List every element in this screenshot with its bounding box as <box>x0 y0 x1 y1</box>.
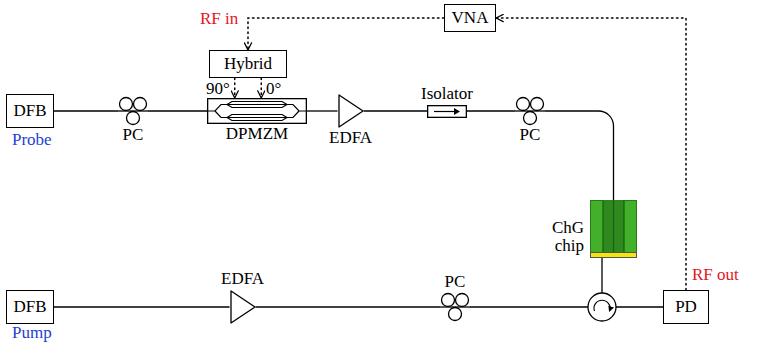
drawing-part <box>442 293 455 306</box>
drawing-part <box>591 253 637 258</box>
node-label: PC <box>520 126 541 145</box>
polarization-controller: PC <box>118 97 148 145</box>
polarization-controller: PC <box>515 97 545 145</box>
amplifier-symbol <box>230 290 256 324</box>
drawing-part: PC <box>445 273 466 292</box>
drawing-part <box>118 97 148 125</box>
polarization-controller-symbol <box>118 97 148 125</box>
polarization-controller-symbol <box>515 97 545 125</box>
drawing-part <box>231 291 255 323</box>
drawing-part <box>338 94 364 128</box>
phase-label: 90° <box>205 80 231 97</box>
drawing-part: ChG chip <box>540 219 584 256</box>
modulator-symbol <box>207 98 307 124</box>
optical-fiber <box>364 110 427 111</box>
drawing-part <box>227 102 287 108</box>
drawing-part <box>134 98 147 111</box>
node-label: DFB <box>13 298 46 317</box>
optical-fiber <box>54 110 118 111</box>
modulator: DPMZM <box>207 98 307 144</box>
drawing-part <box>227 115 287 121</box>
drawing-part <box>603 201 624 253</box>
node-label: EDFA <box>221 270 264 289</box>
drawing-part <box>230 290 256 324</box>
polarization-controller: PC <box>440 273 470 321</box>
drawing-part <box>456 293 469 306</box>
drawing-part <box>603 201 624 253</box>
drawing-part <box>434 111 455 112</box>
node-label: PD <box>675 298 697 317</box>
drawing-part <box>440 293 470 321</box>
source-label: Probe <box>12 131 52 148</box>
signal-label: RF out <box>692 266 739 283</box>
amplifier: EDFA <box>221 270 264 324</box>
fiber <box>470 306 588 307</box>
optical-fiber <box>148 110 207 111</box>
drawing-part <box>517 98 530 111</box>
drawing-part: EDFA <box>221 270 264 289</box>
drawing-part <box>531 98 544 111</box>
optical-fiber <box>467 110 515 111</box>
drawing-part <box>207 98 307 124</box>
node-label: DPMZM <box>226 125 288 144</box>
drawing-part <box>207 102 307 121</box>
optical-fiber <box>545 111 614 200</box>
drawing-part <box>120 98 133 111</box>
node-label: PC <box>445 273 466 292</box>
drawing-part: PC <box>123 126 144 145</box>
isolator-symbol <box>427 105 467 118</box>
chip-symbol <box>590 200 637 258</box>
circulator-symbol <box>588 293 616 321</box>
photodetector: PD <box>663 290 709 324</box>
polarization-controller-symbol <box>440 293 470 321</box>
node-label: PC <box>123 126 144 145</box>
drawing-part <box>127 112 140 125</box>
isolator: Isolator <box>421 85 473 118</box>
drawing-part <box>449 307 462 320</box>
amplifier-symbol <box>338 94 364 128</box>
node-label: DFB <box>13 102 46 121</box>
drawing-part: Isolator <box>421 85 473 104</box>
drawing-part <box>427 105 467 118</box>
laser-box: DFB <box>6 290 54 324</box>
fiber <box>616 306 663 307</box>
rf-cable <box>496 18 686 290</box>
amplifier: EDFA <box>329 94 372 148</box>
drawing-part <box>524 112 537 125</box>
chip: ChG chip <box>540 200 637 258</box>
circulator-arrow <box>594 300 610 311</box>
fiber-wiring <box>470 258 663 321</box>
source-label: Pump <box>12 324 52 341</box>
drawing-part <box>208 99 307 124</box>
hybrid-coupler: Hybrid <box>209 50 287 78</box>
optical-fiber <box>256 306 440 307</box>
drawing-part <box>428 105 467 117</box>
signal-label: RF in <box>200 10 238 27</box>
drawing-part <box>591 201 637 253</box>
node-label: Isolator <box>421 85 473 104</box>
drawing-part <box>454 108 460 115</box>
drawing-part: PC <box>520 126 541 145</box>
drawing-part <box>590 200 637 258</box>
drawing-part <box>515 97 545 125</box>
analyzer-box: VNA <box>444 4 496 32</box>
node-label: ChG chip <box>540 219 584 256</box>
node-label: Hybrid <box>224 55 272 74</box>
rf-cable <box>248 18 444 50</box>
node-label: EDFA <box>329 129 372 148</box>
drawing-part <box>339 95 363 127</box>
phase-label: 0° <box>265 80 282 97</box>
drawing-part: DPMZM <box>226 125 288 144</box>
rf-cable <box>234 78 236 98</box>
rf-cable <box>261 78 263 98</box>
laser-box: DFB <box>6 94 54 128</box>
node-label: VNA <box>452 9 489 28</box>
optical-fiber <box>54 306 230 307</box>
optical-fiber <box>307 110 338 111</box>
fiber <box>601 258 602 293</box>
drawing-part: EDFA <box>329 129 372 148</box>
drawing-part <box>54 18 686 307</box>
